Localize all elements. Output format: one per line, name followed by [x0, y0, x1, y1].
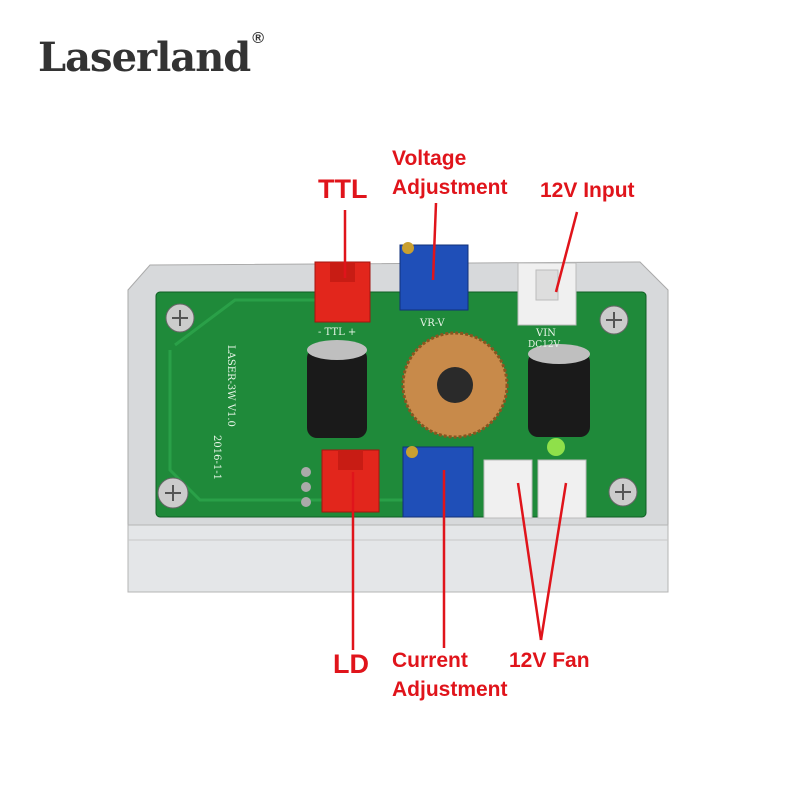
- led: [547, 438, 565, 456]
- voltage-adjustment-label: Voltage Adjustment: [392, 144, 508, 202]
- voltage-label-line1: Voltage: [392, 147, 467, 170]
- registered-mark: ®: [252, 30, 264, 47]
- current-adjustment-label: Current Adjustment: [392, 646, 508, 704]
- ttl-label: TTL: [318, 174, 368, 204]
- pcb-ttl-text: - TTL +: [318, 327, 356, 338]
- pcb-vr-text: VR-V: [419, 318, 445, 329]
- leader-lines: [343, 202, 579, 650]
- screw-icon: [157, 477, 189, 509]
- current-potentiometer: [402, 446, 474, 518]
- 12v-fan-label: 12V Fan: [509, 649, 590, 672]
- 12v-input-label: 12V Input: [540, 179, 635, 202]
- current-label-line1: Current: [392, 649, 468, 672]
- pcb-dc12v-text: DC12V: [528, 340, 561, 350]
- pcb-date-text: 2016-1-1: [211, 435, 222, 480]
- fan-connector: [483, 459, 533, 519]
- brand-logo: Laserland®: [38, 30, 264, 81]
- screw-icon: [608, 477, 638, 507]
- capacitor: [528, 352, 590, 437]
- capacitor: [307, 348, 367, 438]
- ld-label: LD: [333, 649, 369, 679]
- pcb-model-text: LASER-3W V1.0: [225, 345, 236, 427]
- current-label-line2: Adjustment: [392, 678, 508, 701]
- screw-icon: [599, 305, 629, 335]
- voltage-label-line2: Adjustment: [392, 176, 508, 199]
- logo-text: Laserland: [38, 34, 251, 81]
- pcb-vin-text: VIN: [535, 328, 556, 339]
- heatsink-front: [127, 524, 669, 593]
- screw-icon: [165, 303, 195, 333]
